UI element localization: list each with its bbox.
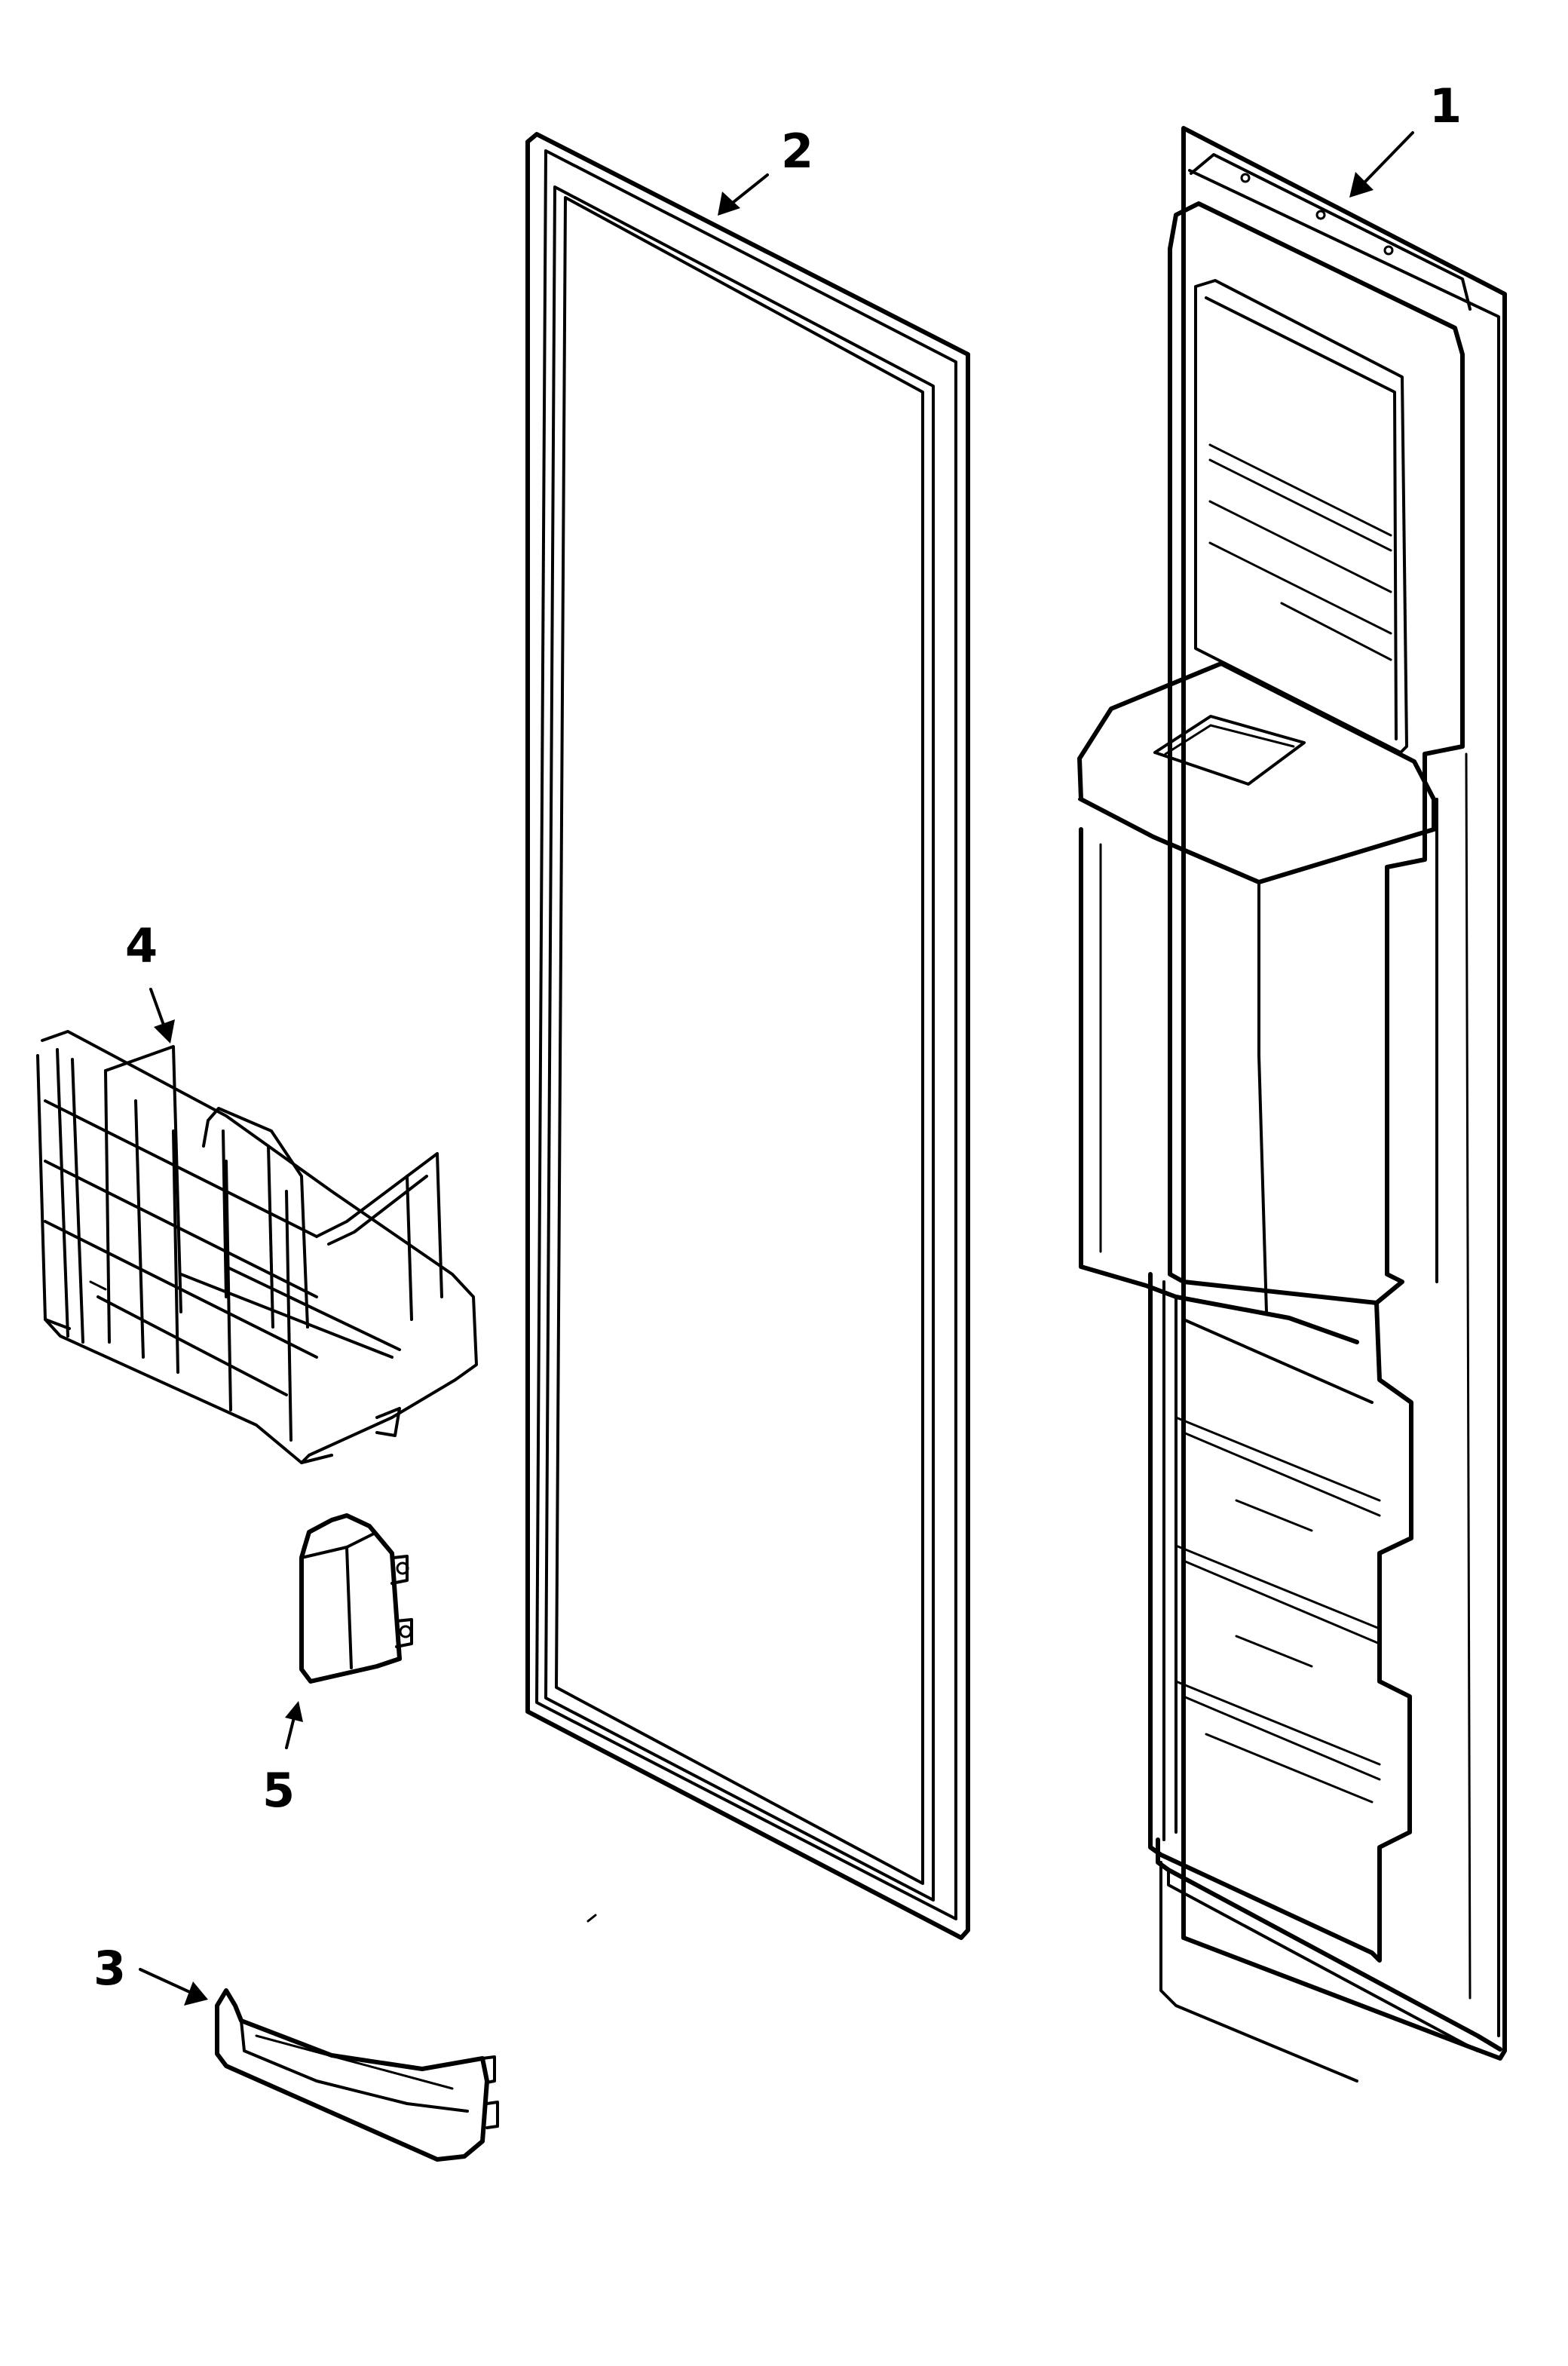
callout-arrow-2 [718, 173, 769, 216]
callout-label-3: 3 [93, 1941, 126, 1996]
callout-arrow-5 [285, 1701, 303, 1749]
callout-arrow-4 [149, 988, 175, 1044]
door-bracket [299, 1513, 413, 1684]
callout-label-1: 1 [1429, 78, 1462, 133]
wire-basket [36, 1030, 478, 1464]
handle-trim [215, 1988, 499, 2162]
callout-arrow-1 [1349, 131, 1414, 198]
callout-label-2: 2 [781, 124, 813, 179]
callout-label-4: 4 [125, 918, 158, 973]
door-gasket [525, 132, 970, 1940]
door-liner [1077, 126, 1507, 2083]
callout-arrow-3 [139, 1968, 208, 2006]
callout-label-5: 5 [262, 1763, 295, 1818]
